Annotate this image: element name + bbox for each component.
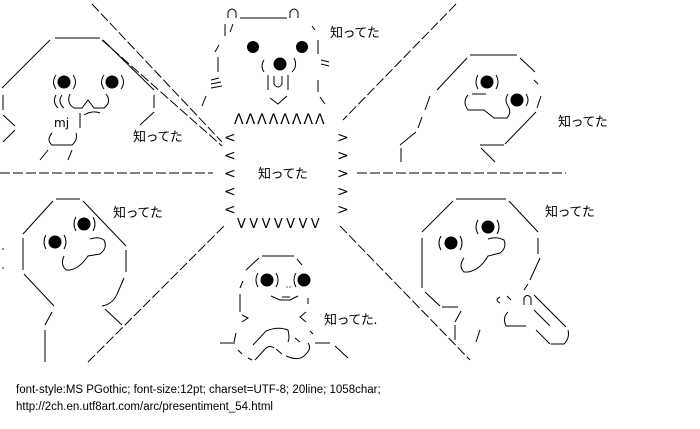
svg-text:<: <	[224, 166, 236, 182]
speech-top-right: 知ってた	[558, 115, 608, 130]
svg-text:ΛΛΛΛΛΛΛΛ: ΛΛΛΛΛΛΛΛ	[234, 112, 327, 128]
svg-text:>: >	[337, 184, 349, 200]
svg-text:<: <	[224, 130, 236, 146]
speech-top-left: 知ってた	[133, 130, 183, 145]
svg-text:<: <	[224, 202, 236, 218]
speech-top-center: 知ってた	[330, 26, 380, 41]
character-top-left: mj	[1, 37, 155, 161]
center-speech-frame: ΛΛΛΛΛΛΛΛ VVVVVVV < < < < < > > > > >	[224, 112, 349, 232]
svg-text:>: >	[337, 166, 349, 182]
speech-bottom-center: 知ってた.	[324, 313, 377, 328]
radiating-lines	[0, 3, 566, 363]
svg-text:<: <	[224, 184, 236, 200]
character-top-center-bear	[201, 8, 330, 107]
character-top-right	[399, 54, 542, 163]
speech-bottom-right: 知ってた	[545, 205, 595, 220]
mj-glyph: mj	[54, 116, 69, 130]
svg-text:>: >	[337, 202, 349, 218]
svg-text:<: <	[224, 148, 236, 164]
footer-source-link[interactable]: http://2ch.en.utf8art.com/arc/presentime…	[16, 401, 273, 413]
svg-text:>: >	[337, 148, 349, 164]
character-bottom-right	[421, 198, 569, 345]
character-bottom-center	[220, 255, 349, 361]
character-bottom-left	[2, 198, 127, 362]
speech-center: 知ってた	[258, 167, 308, 182]
speech-bottom-left: 知ってた	[113, 206, 163, 221]
footer-meta-line: font-style:MS PGothic; font-size:12pt; c…	[16, 384, 381, 396]
svg-text:>: >	[337, 130, 349, 146]
svg-text:VVVVVVV: VVVVVVV	[237, 217, 323, 232]
